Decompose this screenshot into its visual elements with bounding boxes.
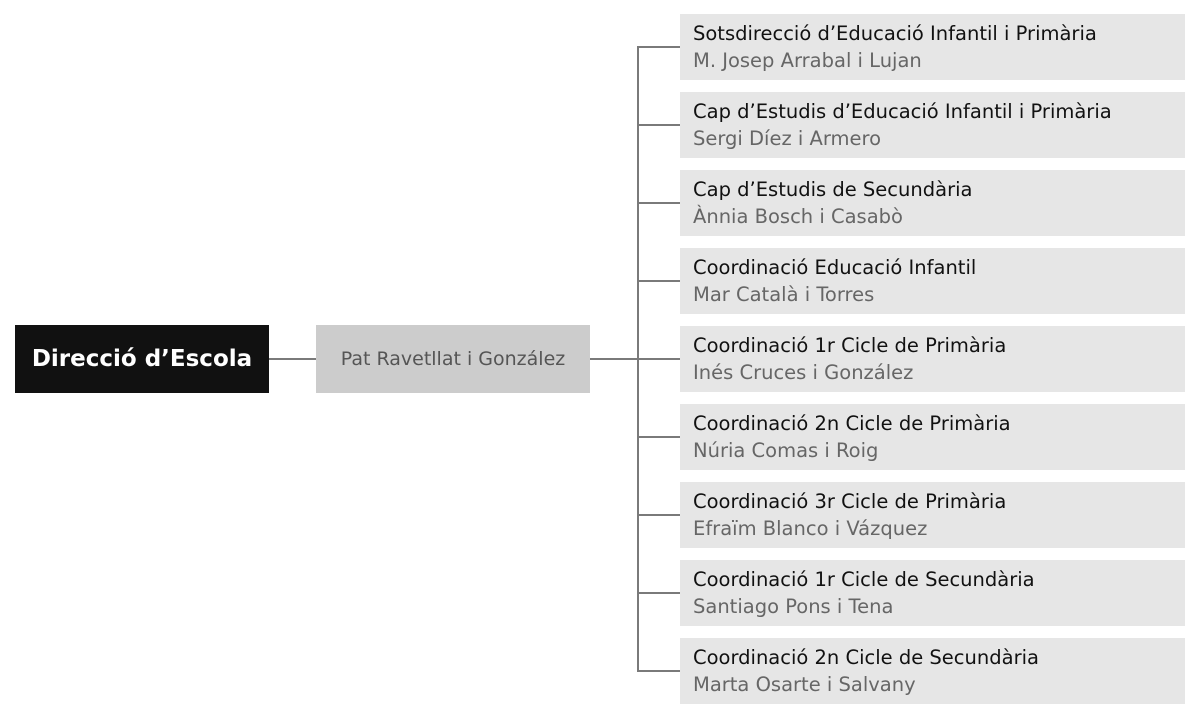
role-title: Cap d’Estudis d’Educació Infantil i Prim… — [693, 100, 1112, 123]
role-node: Sotsdirecció d’Educació Infantil i Primà… — [680, 14, 1185, 80]
root-title: Direcció d’Escola — [31, 346, 253, 372]
role-node: Coordinació Educació Infantil Mar Català… — [680, 248, 1185, 314]
root-node: Direcció d’Escola — [15, 325, 269, 393]
connector-branch — [637, 514, 680, 516]
role-node: Coordinació 1r Cicle de Primària Inés Cr… — [680, 326, 1185, 392]
role-node: Cap d’Estudis de Secundària Ànnia Bosch … — [680, 170, 1185, 236]
connector-branch — [637, 358, 680, 360]
director-name: Pat Ravetllat i González — [340, 348, 566, 370]
connector-branch — [637, 46, 680, 48]
connector-branch — [637, 124, 680, 126]
role-title: Coordinació Educació Infantil — [693, 256, 977, 279]
role-person: Efraïm Blanco i Vázquez — [693, 517, 928, 540]
role-person: Ànnia Bosch i Casabò — [693, 205, 903, 228]
connector-branch — [637, 670, 680, 672]
role-node: Coordinació 2n Cicle de Primària Núria C… — [680, 404, 1185, 470]
role-node: Cap d’Estudis d’Educació Infantil i Prim… — [680, 92, 1185, 158]
role-title: Coordinació 3r Cicle de Primària — [693, 490, 1007, 513]
role-title: Coordinació 2n Cicle de Secundària — [693, 646, 1039, 669]
connector-director-to-trunk — [590, 358, 639, 360]
role-title: Sotsdirecció d’Educació Infantil i Primà… — [693, 22, 1097, 45]
director-node: Pat Ravetllat i González — [316, 325, 590, 393]
connector-branch — [637, 592, 680, 594]
role-node: Coordinació 3r Cicle de Primària Efraïm … — [680, 482, 1185, 548]
role-title: Coordinació 1r Cicle de Primària — [693, 334, 1007, 357]
role-person: Santiago Pons i Tena — [693, 595, 894, 618]
role-person: Sergi Díez i Armero — [693, 127, 882, 150]
role-title: Cap d’Estudis de Secundària — [693, 178, 973, 201]
connector-root-to-director — [269, 358, 316, 360]
role-node: Coordinació 1r Cicle de Secundària Santi… — [680, 560, 1185, 626]
connector-branch — [637, 202, 680, 204]
role-person: Mar Català i Torres — [693, 283, 875, 306]
role-person: Núria Comas i Roig — [693, 439, 879, 462]
role-person: Inés Cruces i González — [693, 361, 914, 384]
connector-branch — [637, 436, 680, 438]
role-node: Coordinació 2n Cicle de Secundària Marta… — [680, 638, 1185, 704]
role-title: Coordinació 1r Cicle de Secundària — [693, 568, 1035, 591]
role-person: Marta Osarte i Salvany — [693, 673, 916, 696]
connector-branch — [637, 280, 680, 282]
role-person: M. Josep Arrabal i Lujan — [693, 49, 922, 72]
role-title: Coordinació 2n Cicle de Primària — [693, 412, 1011, 435]
